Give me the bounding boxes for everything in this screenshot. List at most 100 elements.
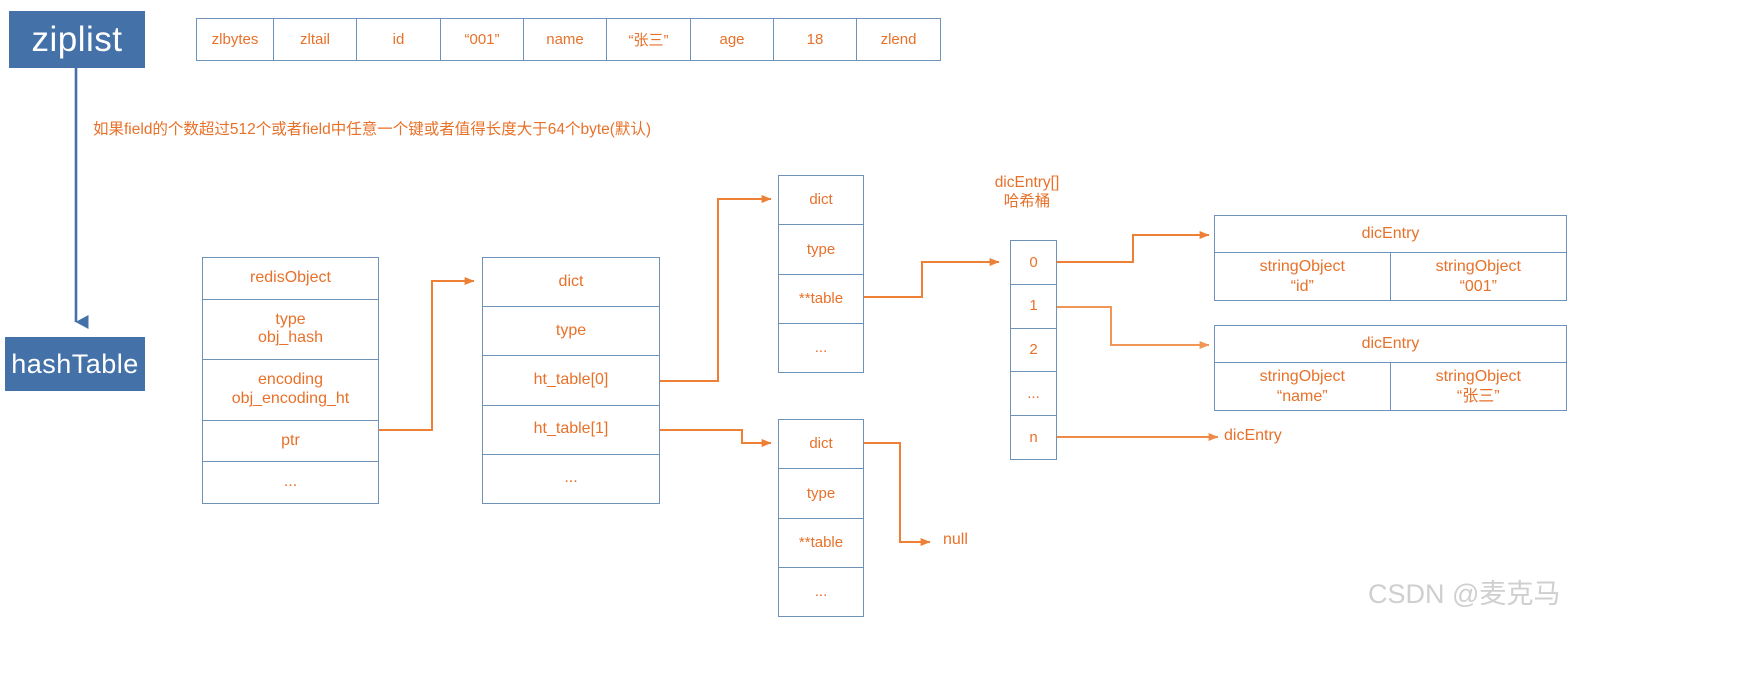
dicentry-2-key: stringObject “name” [1215, 363, 1391, 410]
cell-line1: type [275, 310, 306, 328]
cell-line1: type [806, 240, 836, 258]
ziplist-cell-text: zlbytes [211, 31, 259, 48]
dict-main-row-ellipsis: ... [483, 455, 659, 503]
bucket-caption-line2: 哈希桶 [1003, 193, 1051, 211]
bucket-slot-n: n [1011, 416, 1056, 459]
dicentry-1: dicEntry stringObject “id” stringObject … [1214, 215, 1567, 301]
redisobject-row-ptr: ptr [203, 421, 378, 463]
ziplist-cell-zltail: zltail [274, 19, 357, 60]
cell-line1: ... [564, 469, 578, 487]
ziplist-cell-name: name [524, 19, 607, 60]
struct-dict-ht1: dict type **table ... [778, 419, 864, 617]
dicentry-1-title: dicEntry [1215, 216, 1566, 253]
cell-line1: **table [798, 289, 844, 307]
ziplist-cell-id: id [357, 19, 441, 60]
bucket-slot-label: 1 [1029, 297, 1038, 315]
cell-line1: ... [814, 583, 828, 601]
redisobject-row-type: type obj_hash [203, 300, 378, 361]
cell-line1: ht_table[0] [533, 371, 609, 389]
ziplist-cell-text: zlend [880, 31, 917, 48]
dict-ht1-row-ellipsis: ... [779, 568, 863, 616]
dicentry-1-pair: stringObject “id” stringObject “001” [1215, 253, 1566, 300]
dicentry-1-value: stringObject “001” [1391, 253, 1567, 300]
cell-line1: dict [809, 435, 833, 453]
ziplist-cell-text: id [392, 31, 405, 48]
ziplist-cell-age: age [691, 19, 774, 60]
wire-bucket0-to-dicentry1 [1057, 231, 1210, 263]
cell-line1: type [555, 321, 587, 339]
node-hashtable[interactable]: hashTable [5, 337, 145, 391]
cell-line1: encoding [258, 371, 323, 389]
null-label: null [943, 531, 968, 548]
ziplist-cell-age-value: 18 [774, 19, 857, 60]
ziplist-cell-text: “001” [464, 31, 500, 48]
dicentry-1-key: stringObject “id” [1215, 253, 1391, 300]
dicentry-tail-label: dicEntry [1224, 427, 1282, 444]
dict-ht0-row-table: **table [779, 275, 863, 324]
bucket-caption-line1: dicEntry[] [994, 174, 1060, 191]
redisobject-row-ellipsis: ... [203, 462, 378, 503]
dict-ht0-row-type: type [779, 225, 863, 275]
bucket-caption: dicEntry[] 哈希桶 [963, 173, 1091, 212]
ziplist-cell-id-value: “001” [441, 19, 524, 60]
value-value: “001” [1459, 277, 1497, 295]
key-value: “id” [1290, 277, 1314, 295]
dict-ht1-row-title: dict [779, 420, 863, 470]
node-ziplist[interactable]: ziplist [9, 11, 145, 68]
cell-line2: obj_hash [258, 329, 323, 347]
cell-line1: dict [558, 272, 584, 290]
dict-ht1-row-type: type [779, 469, 863, 519]
bucket-slot-2: 2 [1011, 329, 1056, 373]
wire-ptr-to-dict [379, 277, 475, 431]
key-type: stringObject [1259, 368, 1345, 386]
bucket-slot-0: 0 [1011, 241, 1056, 285]
struct-redisobject: redisObject type obj_hash encoding obj_e… [202, 257, 379, 504]
value-value: “张三” [1456, 387, 1500, 405]
key-value: “name” [1276, 387, 1328, 405]
ziplist-cell-text: 18 [806, 31, 824, 48]
node-hashtable-label: hashTable [11, 348, 139, 379]
cell-line1: dict [809, 191, 833, 209]
dict-main-row-httable1: ht_table[1] [483, 406, 659, 455]
cell-line1: **table [798, 533, 844, 551]
ziplist-table: zlbytes zltail id “001” name “张三” age 18… [196, 18, 941, 61]
wire-table-to-bucket [864, 258, 1000, 298]
ziplist-cell-zlend: zlend [857, 19, 940, 60]
node-ziplist-label: ziplist [31, 19, 123, 59]
key-type: stringObject [1259, 258, 1345, 276]
bucket-slot-label: ... [1027, 384, 1040, 402]
wire-dict1-to-null [864, 442, 931, 546]
ziplist-cell-text: “张三” [628, 32, 669, 49]
struct-dict-main: dict type ht_table[0] ht_table[1] ... [482, 257, 660, 504]
bucket-slot-label: 0 [1029, 253, 1038, 271]
dict-main-row-httable0: ht_table[0] [483, 356, 659, 406]
dict-ht0-row-ellipsis: ... [779, 324, 863, 372]
dicentry-2-pair: stringObject “name” stringObject “张三” [1215, 363, 1566, 410]
condition-note: 如果field的个数超过512个或者field中任意一个键或者值得长度大于64个… [93, 121, 652, 138]
dicentry-2-value: stringObject “张三” [1391, 363, 1567, 410]
bucket-slot-ellipsis: ... [1011, 372, 1056, 417]
redisobject-row-title: redisObject [203, 258, 378, 300]
ziplist-cell-text: name [546, 31, 584, 48]
dicentry-2-title: dicEntry [1215, 326, 1566, 363]
dict-main-row-type: type [483, 307, 659, 357]
ziplist-cell-zlbytes: zlbytes [197, 19, 274, 60]
struct-dict-ht0: dict type **table ... [778, 175, 864, 373]
dict-ht1-row-table: **table [779, 519, 863, 568]
cell-line1: ht_table[1] [533, 420, 609, 438]
value-type: stringObject [1435, 368, 1521, 386]
ziplist-cell-name-value: “张三” [607, 19, 691, 60]
value-type: stringObject [1435, 258, 1521, 276]
dicentry-2: dicEntry stringObject “name” stringObjec… [1214, 325, 1567, 411]
dicentry-title-text: dicEntry [1361, 225, 1420, 242]
dicentry-title-text: dicEntry [1361, 335, 1420, 352]
cell-line2: obj_encoding_ht [231, 389, 350, 407]
dict-main-row-title: dict [483, 258, 659, 308]
cell-line1: ... [283, 473, 298, 491]
bucket-slot-label: 2 [1029, 341, 1038, 359]
cell-line1: type [806, 484, 836, 502]
redisobject-row-encoding: encoding obj_encoding_ht [203, 360, 378, 421]
dict-ht0-row-title: dict [779, 176, 863, 226]
csdn-watermark: CSDN @麦克马 [1368, 579, 1561, 609]
